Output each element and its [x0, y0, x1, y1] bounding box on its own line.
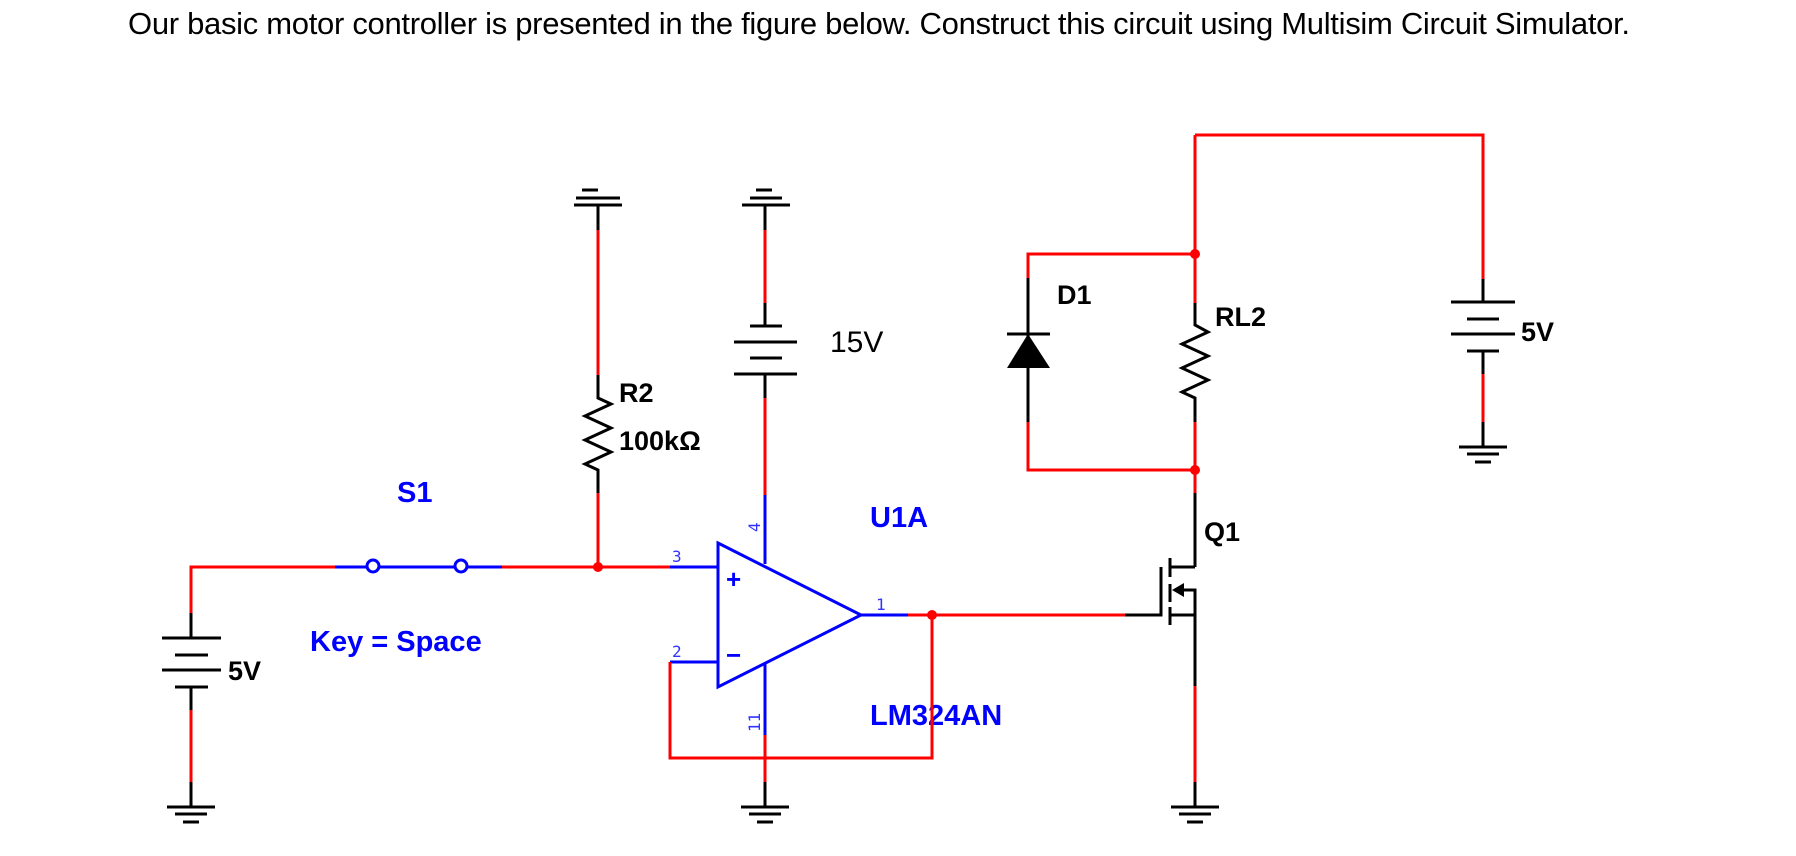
ground-icon — [1459, 445, 1507, 464]
switch-s1[interactable]: S1 Key = Space — [310, 477, 502, 658]
ground-icon — [167, 805, 215, 824]
switch-contact-left — [365, 558, 381, 574]
mosfet-gate-lead — [1125, 567, 1163, 617]
opamp-plus-sign: + — [726, 564, 741, 594]
switch-key-label: Key = Space — [310, 626, 482, 658]
switch-contact-right — [453, 558, 469, 574]
ground-icon — [741, 805, 789, 824]
resistor-zigzag — [581, 375, 615, 493]
ground-icon — [574, 188, 622, 207]
relay-coil-rl2[interactable]: RL2 — [1178, 302, 1266, 422]
wire-top-loop — [1195, 133, 1485, 279]
opamp-triangle — [716, 540, 865, 690]
opamp-part: LM324AN — [870, 700, 1002, 732]
junction-dot — [1190, 465, 1200, 475]
pin-label-3: 3 — [672, 547, 682, 566]
battery-15v[interactable]: 15V — [734, 205, 883, 495]
opamp-ref: U1A — [870, 502, 928, 534]
pin-label-11: 11 — [745, 713, 764, 732]
pin-label-4: 4 — [745, 522, 764, 532]
wire-feedback — [668, 615, 934, 760]
pin-label-1: 1 — [876, 595, 886, 614]
opamp-u1a[interactable]: + − 3 2 1 4 11 U1A LM324AN — [670, 495, 1002, 735]
mosfet-q1[interactable]: Q1 — [1125, 493, 1240, 686]
battery-right[interactable]: 5V — [1451, 279, 1554, 447]
junction-dot — [927, 610, 937, 620]
wire-diode-top — [1026, 252, 1195, 278]
wire-diode-bottom — [1026, 422, 1195, 472]
resistor-ref: R2 — [619, 378, 654, 408]
battery-15v-value: 15V — [830, 326, 883, 359]
resistor-value: 100kΩ — [619, 426, 701, 456]
wire-battery-to-switch — [189, 565, 335, 613]
junction-dot — [1190, 249, 1200, 259]
diode-triangle — [1007, 334, 1050, 368]
ground-icon — [742, 188, 790, 207]
ground-icon — [1171, 805, 1219, 824]
switch-ref: S1 — [397, 477, 432, 509]
mosfet-ref: Q1 — [1204, 517, 1240, 547]
diode-d1[interactable]: D1 — [1007, 278, 1092, 422]
intro-paragraph: Our basic motor controller is presented … — [128, 6, 1630, 41]
battery-left[interactable]: 5V — [162, 565, 335, 807]
diode-ref: D1 — [1057, 280, 1092, 310]
battery-right-value: 5V — [1521, 317, 1554, 347]
mosfet-arrow — [1172, 583, 1184, 597]
resistor-r2[interactable]: R2 100kΩ — [581, 205, 701, 567]
opamp-minus-sign: − — [726, 640, 741, 670]
relay-coil-zigzag — [1178, 303, 1212, 422]
relay-ref: RL2 — [1215, 302, 1266, 332]
battery-left-value: 5V — [228, 656, 261, 686]
pin-label-2: 2 — [672, 642, 682, 661]
